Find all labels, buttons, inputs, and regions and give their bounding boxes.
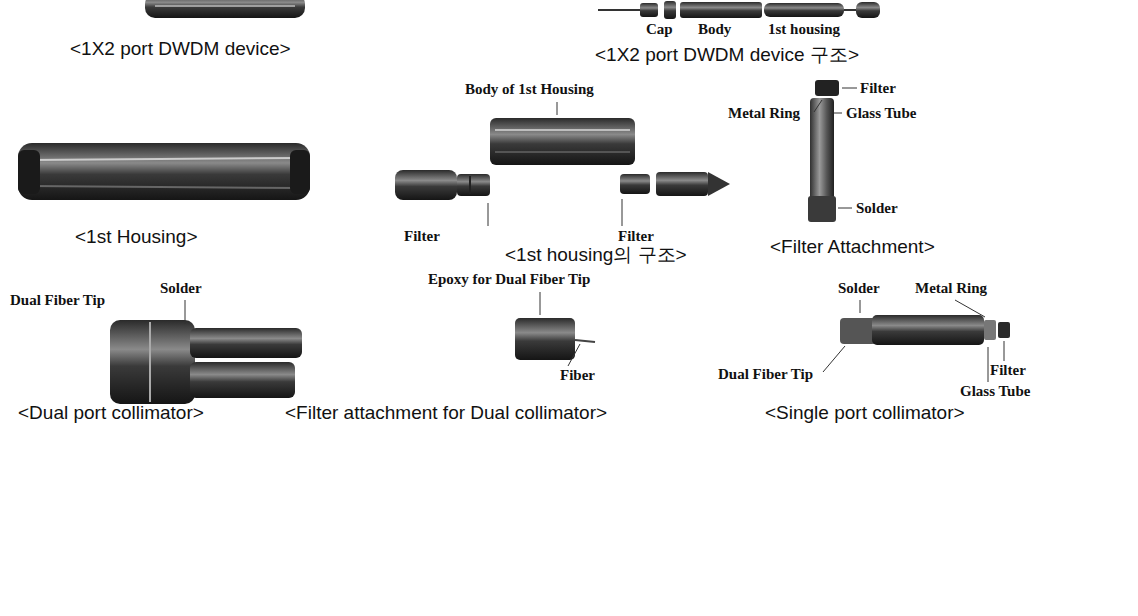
leader-line	[814, 100, 822, 112]
leader-line	[185, 88, 1004, 382]
housing-part-photo	[395, 170, 457, 200]
dwdm-structure-photo	[664, 1, 676, 19]
part-label: Epoxy for Dual Fiber Tip	[428, 271, 590, 288]
first-housing-photo	[18, 143, 310, 200]
filter-attachment-photo	[815, 80, 839, 96]
dwdm-structure-photo	[598, 9, 640, 11]
figure-caption: <1X2 port DWDM device 구조>	[595, 44, 859, 66]
part-label: Glass Tube	[846, 105, 916, 122]
part-label: Metal Ring	[728, 105, 800, 122]
dwdm-structure-photo	[598, 1, 880, 19]
single-collimator-photo	[840, 315, 1010, 345]
single-collimator-photo	[984, 320, 996, 340]
filter-attachment-photo	[808, 196, 836, 222]
part-label: Solder	[856, 200, 898, 217]
part-label: Dual Fiber Tip	[718, 366, 813, 383]
dwdm-structure-photo	[844, 9, 856, 11]
housing-part-photo	[656, 172, 708, 196]
single-collimator-photo	[840, 318, 876, 344]
first-housing-photo	[290, 150, 310, 194]
dwdm-structure-photo	[856, 2, 880, 18]
figure-caption: <1st housing의 구조>	[505, 244, 687, 266]
leader-line	[568, 344, 580, 366]
part-label: Cap	[646, 21, 673, 38]
leader-line	[860, 300, 861, 313]
housing-body-photo	[495, 129, 630, 131]
leader-line	[842, 88, 857, 89]
part-label: Body	[698, 21, 731, 38]
leader-line	[622, 199, 623, 226]
housing-body-photo	[490, 118, 635, 165]
part-label: Metal Ring	[915, 280, 987, 297]
part-label: Filter	[404, 228, 440, 245]
dual-collimator-photo	[190, 328, 302, 358]
leader-line	[988, 347, 989, 382]
figure-caption: <Filter attachment for Dual collimator>	[285, 402, 607, 424]
single-collimator-photo	[872, 315, 984, 345]
leader-line	[955, 300, 985, 317]
housing-part-photo	[620, 174, 650, 194]
dual-collimator-photo	[149, 322, 151, 402]
housing-part-photo	[708, 172, 730, 196]
first-housing-photo	[30, 186, 300, 188]
part-label: Solder	[838, 280, 880, 297]
leader-line	[823, 346, 845, 372]
housing-body-photo	[490, 118, 635, 165]
part-label: Fiber	[560, 367, 595, 384]
leader-line	[557, 102, 558, 115]
dwdm-structure-photo	[764, 3, 844, 17]
figure-caption: <1st Housing>	[75, 226, 198, 248]
single-collimator-photo	[998, 322, 1010, 338]
dual-collimator-photo	[110, 320, 195, 404]
dwdm-structure-photo	[640, 3, 658, 17]
housing-body-photo	[495, 151, 630, 153]
dwdm-device-photo	[155, 5, 295, 7]
first-housing-photo	[30, 158, 300, 160]
dwdm-device-photo	[145, 0, 305, 18]
figure-caption: <Single port collimator>	[765, 402, 965, 424]
part-label: 1st housing	[768, 21, 840, 38]
dual-filter-attachment-photo	[515, 318, 595, 360]
leader-line	[834, 113, 842, 114]
dual-filter-attachment-photo	[515, 318, 575, 360]
figure-caption: <Filter Attachment>	[770, 236, 935, 258]
leader-line	[488, 203, 489, 226]
first-housing-photo	[18, 150, 40, 194]
dual-filter-attachment-photo	[575, 340, 595, 342]
part-label: Filter	[860, 80, 896, 97]
first-housing-photo	[18, 143, 310, 200]
part-label: Dual Fiber Tip	[10, 292, 105, 309]
part-label: Filter	[990, 362, 1026, 379]
figure-caption: <1X2 port DWDM device>	[70, 38, 291, 60]
housing-part-photo	[469, 176, 471, 194]
leader-line	[540, 292, 541, 315]
leader-line	[838, 208, 852, 209]
leader-line	[185, 300, 186, 324]
figure-caption: <Dual port collimator>	[18, 402, 204, 424]
housing-part-photo	[457, 174, 490, 196]
part-label: Filter	[618, 228, 654, 245]
housing-part-photo	[395, 170, 730, 200]
filter-attachment-photo	[808, 80, 839, 222]
dwdm-structure-photo	[680, 2, 762, 18]
dwdm-device-photo	[145, 0, 305, 18]
dual-collimator-photo	[110, 320, 302, 404]
part-label: Glass Tube	[960, 383, 1030, 400]
part-label: Body of 1st Housing	[465, 81, 594, 98]
part-label: Solder	[160, 280, 202, 297]
leader-line	[1004, 341, 1005, 361]
dual-collimator-photo	[190, 362, 295, 398]
